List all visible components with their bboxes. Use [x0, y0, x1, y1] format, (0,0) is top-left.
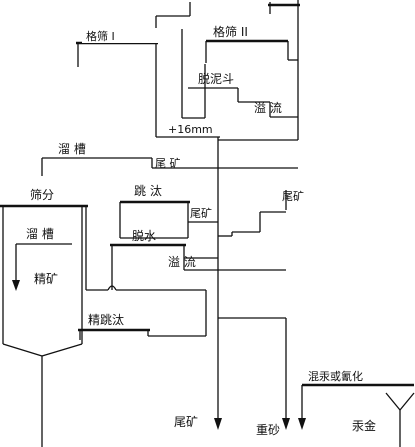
tailings-3-label: 尾矿: [282, 190, 304, 203]
grid-screen-1: 格筛 I: [76, 28, 206, 119]
screening-label: 筛分: [30, 187, 54, 202]
tailings-1-label: 尾 矿: [155, 157, 181, 170]
oversize-label: +16mm: [168, 123, 213, 136]
final-products: 尾矿 重砂 汞金: [174, 415, 376, 437]
main-tailings-line: [214, 137, 298, 430]
amalgamation: 混汞或氰化: [298, 369, 415, 447]
screening-vessel: 筛分: [0, 187, 88, 357]
heavy-sand-branch: 尾矿: [218, 190, 304, 430]
amalgam-gold-label: 汞金: [352, 418, 376, 433]
jig: 跳 汰 尾矿: [119, 184, 218, 239]
sluice-2: 溜 槽 精矿: [12, 226, 72, 291]
desliming-hopper: 脱泥斗 溢 流: [188, 64, 299, 140]
sluice-1: 溜 槽 尾 矿: [41, 141, 218, 176]
desliming-hopper-label: 脱泥斗: [198, 71, 234, 86]
fine-jig-label: 精跳汰: [88, 313, 124, 327]
amalgamation-label: 混汞或氰化: [308, 369, 363, 383]
tailings-2-label: 尾矿: [190, 207, 212, 220]
overflow-2-label: 溢 流: [168, 255, 196, 269]
overflow-1-label: 溢 流: [254, 101, 282, 115]
concentrate-label: 精矿: [34, 272, 58, 286]
oversize-branch: +16mm: [156, 123, 220, 138]
grid-screen-1-label: 格筛 I: [86, 29, 115, 43]
recycle-lines: [85, 218, 207, 336]
fine-jig: 精跳汰: [78, 313, 206, 340]
final-tailings-label: 尾矿: [174, 415, 198, 429]
jig-label: 跳 汰: [134, 184, 162, 198]
sluice-1-label: 溜 槽: [58, 141, 86, 156]
sluice-2-label: 溜 槽: [26, 226, 54, 241]
grid-screen-2: 格筛 II: [205, 24, 298, 63]
dewatering: 脱水 溢 流: [110, 228, 218, 290]
dewatering-label: 脱水: [132, 228, 156, 243]
grid-screen-2-label: 格筛 II: [213, 24, 248, 39]
heavy-sand-label: 重砂: [256, 423, 280, 437]
